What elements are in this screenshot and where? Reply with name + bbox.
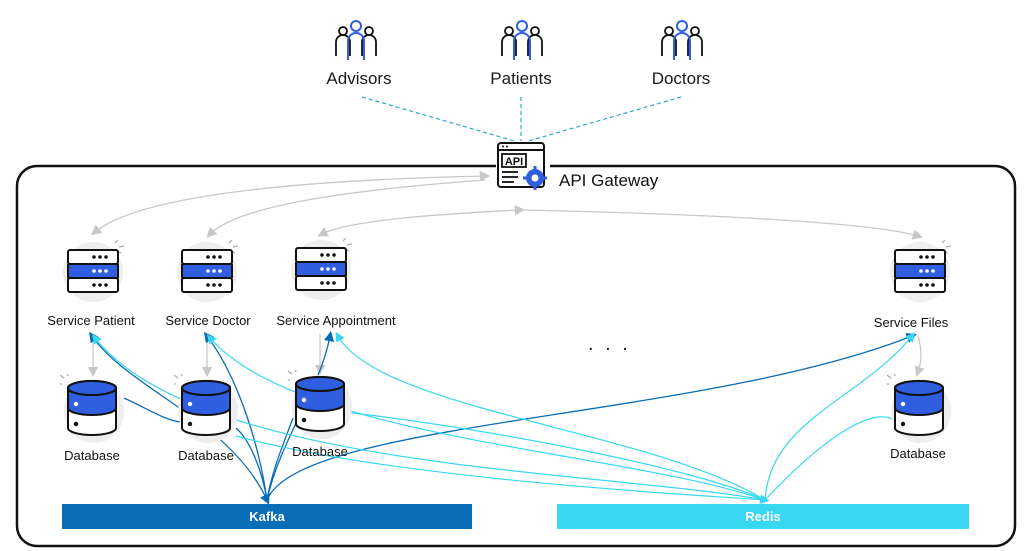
- gateway-service-links: [90, 170, 923, 240]
- people-icon: [501, 20, 543, 60]
- database-appointment-node: [286, 367, 354, 445]
- database-files-label: Database: [890, 446, 946, 461]
- service-doctor-label: Service Doctor: [165, 313, 251, 328]
- service-appointment-node: [290, 237, 356, 307]
- api-gateway-icon: API: [497, 142, 547, 190]
- more-services-ellipsis: . . .: [588, 333, 631, 355]
- svg-text:API: API: [505, 156, 523, 168]
- service-doctor-node: [176, 239, 242, 309]
- database-icon: [885, 371, 951, 443]
- service-files-label: Service Files: [873, 315, 949, 330]
- api-gateway-node: API: [496, 141, 550, 191]
- server-icon: [291, 237, 353, 300]
- database-icon: [172, 371, 238, 443]
- actor-label-advisors: Advisors: [326, 69, 392, 88]
- service-db-links: [87, 334, 925, 378]
- redis-links: [92, 331, 916, 504]
- service-patient-label: Service Patient: [47, 313, 135, 328]
- actor-patients: [499, 18, 545, 69]
- actor-links: [361, 96, 682, 143]
- server-icon: [63, 239, 125, 302]
- server-icon: [177, 239, 239, 302]
- service-files-node: [889, 239, 955, 309]
- service-patient-node: [62, 239, 128, 309]
- server-icon: [890, 239, 952, 302]
- people-icon: [661, 20, 703, 60]
- actor-advisors: [333, 18, 379, 69]
- actor-label-doctors: Doctors: [651, 69, 711, 88]
- database-patient-node: [58, 371, 126, 449]
- service-appointment-label: Service Appointment: [276, 313, 396, 328]
- api-gateway-label: API Gateway: [559, 171, 659, 190]
- redis-bus-label: Redis: [745, 509, 781, 524]
- database-icon: [286, 367, 352, 439]
- people-icon: [335, 20, 377, 60]
- kafka-bus-label: Kafka: [249, 509, 285, 524]
- database-icon: [58, 371, 124, 443]
- database-files-node: [885, 371, 953, 449]
- database-doctor-label: Database: [178, 448, 234, 463]
- redis-bus: Redis: [557, 504, 969, 529]
- actor-label-patients: Patients: [490, 69, 552, 88]
- database-patient-label: Database: [64, 448, 120, 463]
- database-appointment-label: Database: [292, 444, 348, 459]
- system-boundary: [15, 164, 1017, 548]
- actor-doctors: [659, 18, 705, 69]
- kafka-bus: Kafka: [62, 504, 472, 529]
- database-doctor-node: [172, 371, 240, 449]
